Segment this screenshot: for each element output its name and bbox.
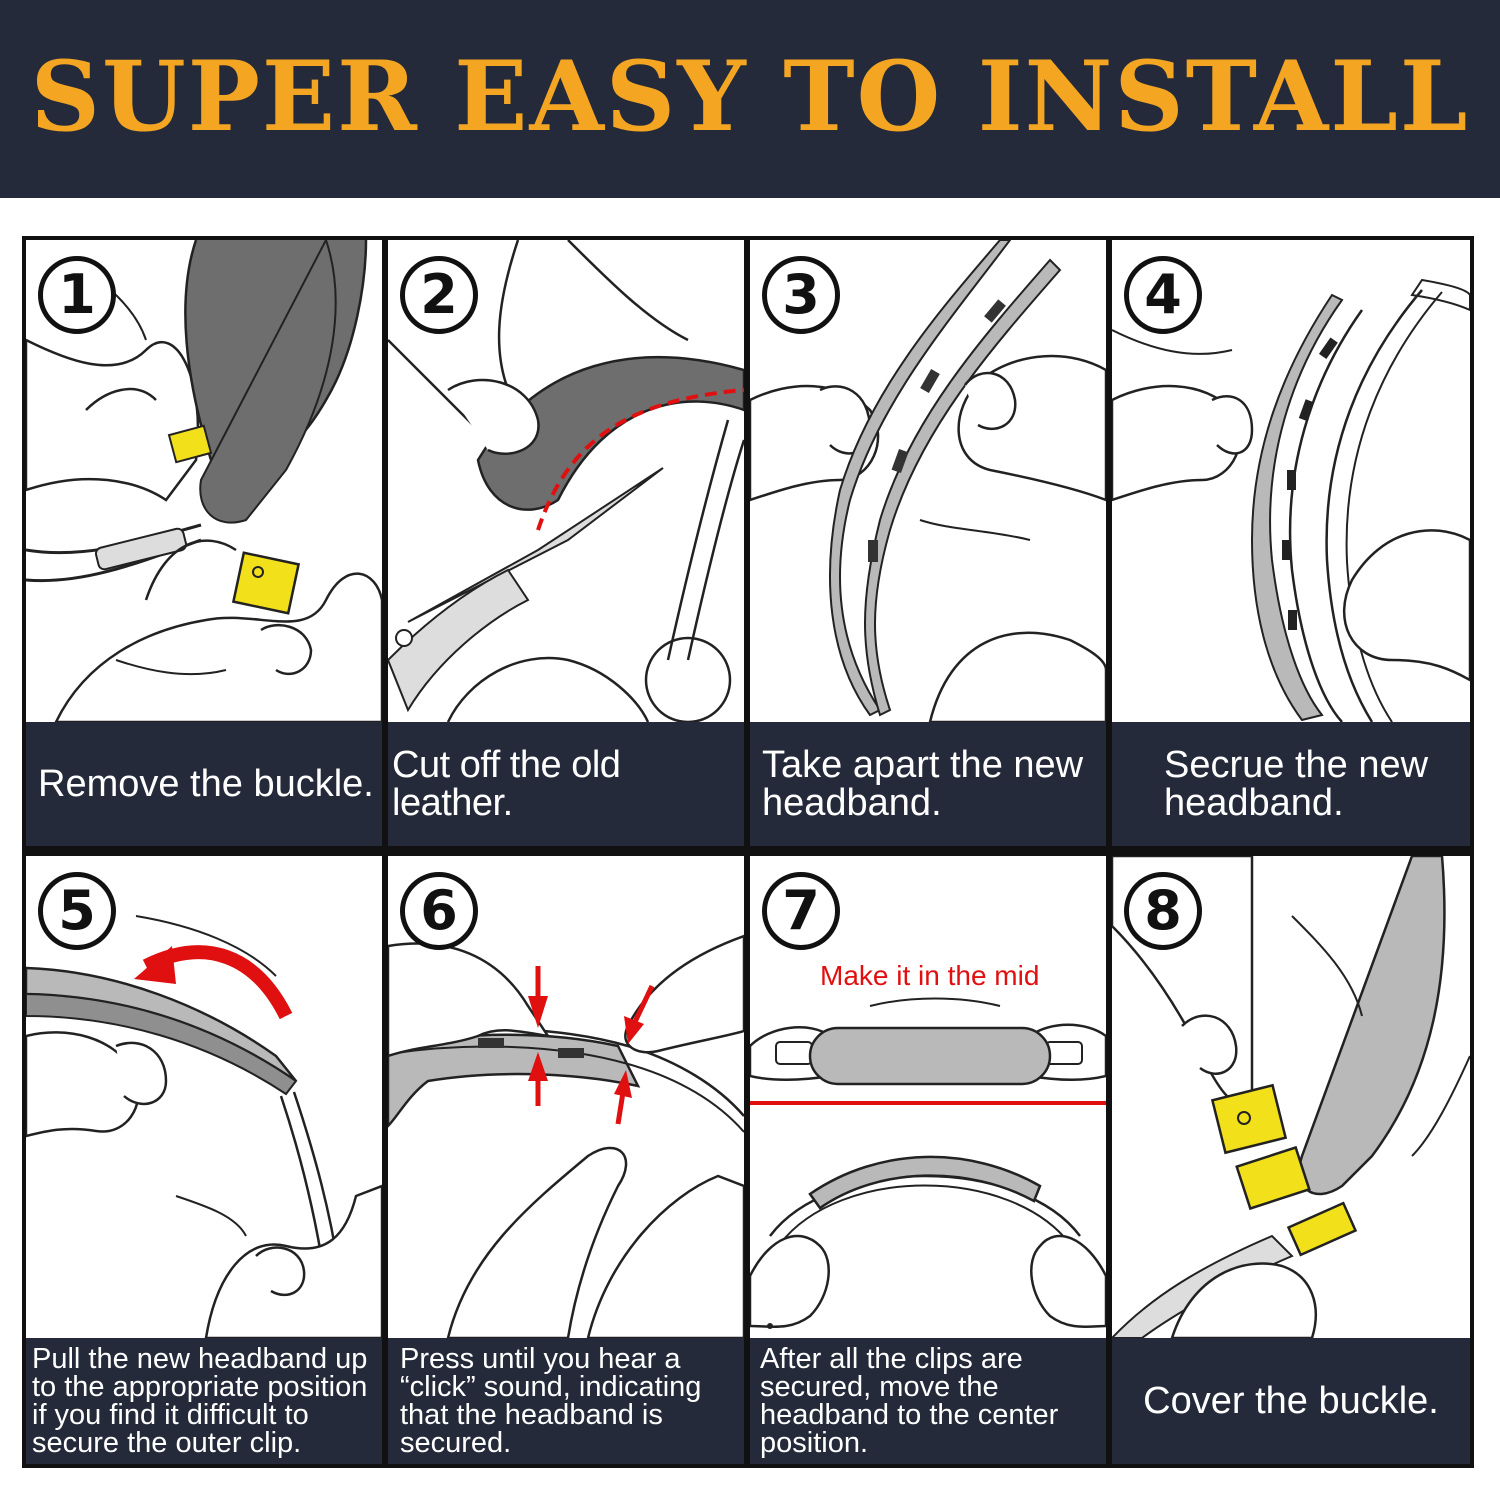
step-caption: Take apart the new headband. bbox=[750, 722, 1106, 846]
center-headband-illustration bbox=[750, 997, 1106, 1329]
page-title: SUPER EASY TO INSTALL bbox=[30, 40, 1470, 153]
remove-buckle-illustration bbox=[26, 240, 382, 722]
step-6-panel: 6 Press until you hear a “click” sound, … bbox=[388, 856, 744, 1464]
step-5-panel: 5 Pull the new headband up to the approp… bbox=[26, 856, 382, 1464]
step-number-badge: 1 bbox=[38, 256, 116, 334]
step-4-panel: 4 Secrue the new headband. bbox=[1112, 240, 1470, 846]
step-3-panel: 3 Take apart the new headband. bbox=[750, 240, 1106, 846]
step-number-badge: 3 bbox=[762, 256, 840, 334]
step-number-badge: 4 bbox=[1124, 256, 1202, 334]
secure-headband-illustration bbox=[1112, 278, 1470, 722]
step-number-badge: 8 bbox=[1124, 872, 1202, 950]
step-caption: Remove the buckle. bbox=[26, 722, 382, 846]
step-2-panel: 2 Cut off the old leather. bbox=[388, 240, 744, 846]
step-number-badge: 6 bbox=[400, 872, 478, 950]
step-7-panel: 7 Make it in the mid After all the clips… bbox=[750, 856, 1106, 1464]
center-hint-label: Make it in the mid bbox=[820, 960, 1040, 991]
step-caption: Press until you hear a “click” sound, in… bbox=[388, 1338, 744, 1464]
cut-leather-illustration bbox=[388, 240, 744, 722]
step-number-badge: 7 bbox=[762, 872, 840, 950]
step-caption: Pull the new headband up to the appropri… bbox=[26, 1338, 382, 1464]
step-caption: After all the clips are secured, move th… bbox=[750, 1338, 1106, 1464]
step-number-badge: 2 bbox=[400, 256, 478, 334]
step-8-panel: 8 Cover the buckle. bbox=[1112, 856, 1470, 1464]
step-caption: Cut off the old leather. bbox=[388, 722, 744, 846]
step-1-panel: 1 Remove the buckle. bbox=[26, 240, 382, 846]
header-banner: SUPER EASY TO INSTALL bbox=[0, 0, 1500, 198]
pull-headband-illustration bbox=[26, 915, 382, 1338]
step-caption: Secrue the new headband. bbox=[1112, 722, 1470, 846]
steps-grid: 1 Remove the buckle. 2 Cut off the old l… bbox=[22, 236, 1474, 1468]
step-caption: Cover the buckle. bbox=[1112, 1338, 1470, 1464]
take-apart-illustration bbox=[750, 240, 1106, 722]
step-number-badge: 5 bbox=[38, 872, 116, 950]
press-click-illustration bbox=[388, 934, 744, 1338]
